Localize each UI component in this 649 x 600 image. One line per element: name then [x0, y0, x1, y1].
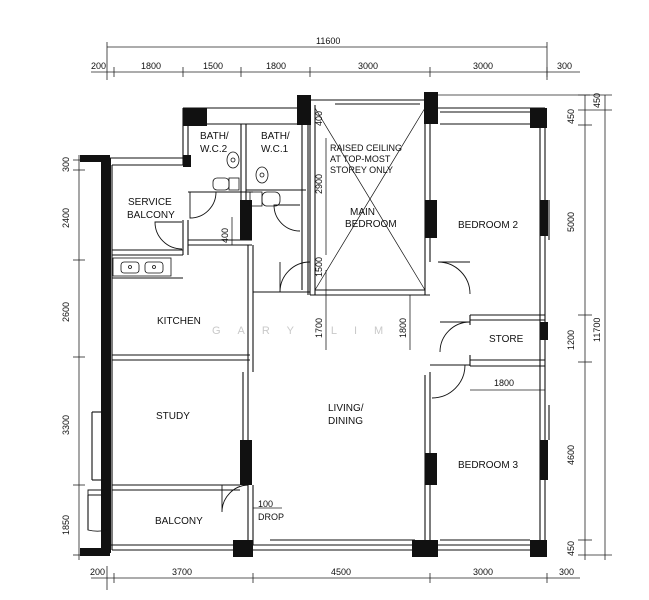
dim-right-1: 450 [566, 109, 576, 124]
dim-right-5: 450 [566, 541, 576, 556]
watermark: GARY LIM [212, 325, 400, 337]
dim-top-3: 1500 [203, 61, 223, 71]
drop-label-line1: 100 [258, 499, 273, 509]
dim-top-total: 11600 [316, 36, 340, 46]
dim-bath-1500: 1500 [314, 257, 324, 277]
service-balcony-label-line1: SERVICE [128, 197, 172, 208]
raised-ceiling-line2: AT TOP-MOST [330, 154, 391, 164]
store-label: STORE [489, 334, 524, 345]
bath1-label-line1: BATH/ [261, 131, 290, 142]
drop-label-line2: DROP [258, 512, 284, 522]
dim-left-4: 3300 [61, 415, 71, 435]
dim-store-1800-horizontal: 1800 [494, 378, 514, 388]
dim-top-5: 3000 [358, 61, 378, 71]
dim-bath-400: 400 [220, 228, 230, 243]
bedroom2-label: BEDROOM 2 [458, 220, 518, 231]
dim-left-2: 2400 [61, 208, 71, 228]
fixtures [112, 151, 281, 277]
dim-top-4: 1800 [266, 61, 286, 71]
bath1-label-line2: W.C.1 [261, 144, 289, 155]
bedroom3-label: BEDROOM 3 [458, 460, 518, 471]
study-label: STUDY [156, 411, 190, 422]
dim-top-6: 3000 [473, 61, 493, 71]
bath2-label-line2: W.C.2 [200, 144, 228, 155]
dim-bath-400-top: 400 [314, 111, 324, 126]
kitchen-label: KITCHEN [157, 316, 201, 327]
dim-top-1: 200 [91, 61, 106, 71]
dim-right-top-extra: 450 [592, 93, 602, 108]
dim-left-5: 1850 [61, 515, 71, 535]
room-labels: BATH/ W.C.2 BATH/ W.C.1 SERVICE BALCONY … [127, 131, 524, 527]
doors [87, 191, 471, 532]
dim-bath-2900: 2900 [314, 174, 324, 194]
living-dining-label-line2: DINING [328, 416, 363, 427]
dim-kitchen-1700: 1700 [314, 318, 324, 338]
dim-top-7: 300 [557, 61, 572, 71]
raised-ceiling-line1: RAISED CEILING [330, 143, 402, 153]
dim-left-3: 2600 [61, 302, 71, 322]
raised-ceiling-line3: STOREY ONLY [330, 165, 393, 175]
dim-right-3: 1200 [566, 330, 576, 350]
dim-top-2: 1800 [141, 61, 161, 71]
dim-bottom-3: 4500 [331, 567, 351, 577]
dim-bottom-2: 3700 [172, 567, 192, 577]
balcony-label: BALCONY [155, 516, 203, 527]
service-balcony-label-line2: BALCONY [127, 210, 175, 221]
dim-left-1: 300 [61, 157, 71, 172]
bath2-label-line1: BATH/ [200, 131, 229, 142]
structural-columns [80, 92, 548, 557]
dim-store-1800-vertical: 1800 [398, 318, 408, 338]
dim-right-4: 4600 [566, 445, 576, 465]
dim-right-total: 11700 [592, 318, 602, 342]
dimension-labels: 11600 200 1800 1500 1800 3000 3000 300 2… [61, 36, 602, 577]
dim-right-2: 5000 [566, 212, 576, 232]
dim-bottom-5: 300 [559, 567, 574, 577]
dim-bottom-1: 200 [90, 567, 105, 577]
main-bedroom-label-line1: MAIN [350, 207, 375, 218]
main-bedroom-label-line2: BEDROOM [345, 219, 397, 230]
living-dining-label-line1: LIVING/ [328, 403, 364, 414]
dim-bottom-4: 3000 [473, 567, 493, 577]
